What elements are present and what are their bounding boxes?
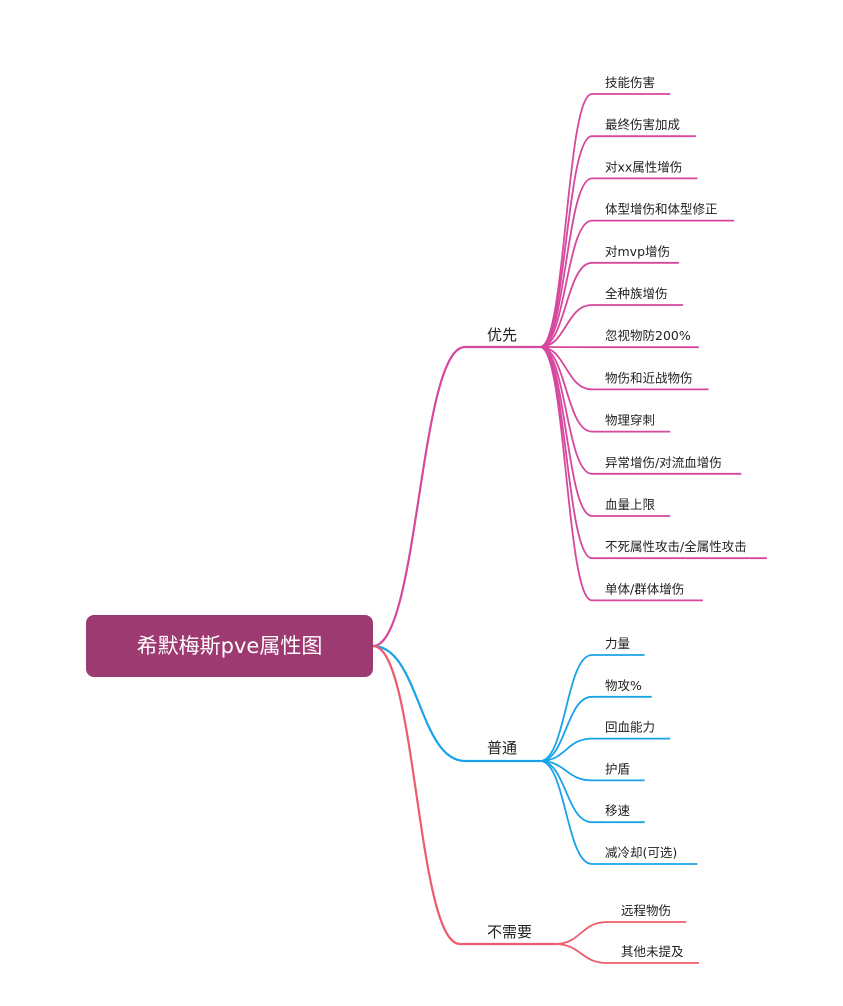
leaf-node[interactable]: 血量上限 [605, 497, 656, 512]
leaf-node[interactable]: 不死属性攻击/全属性攻击 [605, 539, 747, 554]
connector-priority [372, 345, 466, 648]
leaf-node[interactable]: 忽视物防200% [605, 328, 691, 343]
mind-map-nodes: 希默梅斯pve属性图 优先 技能伤害最终伤害加成对xx属性增伤体型增伤和体型修正对m… [86, 75, 747, 959]
leaf-connector [554, 943, 608, 964]
leaf-node[interactable]: 回血能力 [605, 720, 655, 735]
leaf-connector [539, 346, 593, 517]
leaf-node[interactable]: 物理穿刺 [605, 413, 655, 428]
leaf-node[interactable]: 最终伤害加成 [605, 117, 680, 132]
branch-node-unneeded[interactable]: 不需要 [487, 923, 532, 941]
leaf-node[interactable]: 技能伤害 [605, 75, 655, 90]
leaf-node[interactable]: 异常增伤/对流血增伤 [605, 455, 722, 470]
leaf-node[interactable]: 全种族增伤 [605, 286, 668, 301]
leaf-connector [539, 760, 593, 865]
leaf-connector [539, 654, 593, 762]
leaf-connector [539, 261, 593, 348]
connector-lines [372, 93, 767, 964]
leaf-connector [554, 921, 608, 945]
leaf-node[interactable]: 其他未提及 [621, 944, 684, 959]
leaf-connector [539, 304, 593, 348]
branch-node-normal[interactable]: 普通 [487, 739, 517, 757]
leaf-connector [539, 93, 593, 348]
leaf-node[interactable]: 移速 [605, 803, 631, 818]
leaf-connector [539, 219, 593, 348]
leaf-node[interactable]: 减冷却(可选) [605, 845, 677, 860]
leaf-node[interactable]: 体型增伤和体型修正 [605, 202, 718, 217]
leaf-connector [539, 346, 593, 391]
leaf-connector [539, 346, 593, 560]
leaf-node[interactable]: 远程物伤 [621, 903, 671, 918]
root-node[interactable] [86, 615, 373, 677]
leaf-node[interactable]: 对xx属性增伤 [605, 159, 682, 174]
root-label: 希默梅斯pve属性图 [137, 634, 323, 658]
leaf-connector [539, 346, 593, 433]
leaf-connector [539, 135, 593, 348]
leaf-node[interactable]: 护盾 [605, 761, 630, 776]
connector-unneeded [372, 644, 461, 946]
leaf-connector [539, 177, 593, 348]
leaf-connector [539, 346, 593, 602]
leaf-node[interactable]: 对mvp增伤 [605, 244, 670, 259]
leaf-node[interactable]: 物伤和近战物伤 [605, 370, 693, 385]
connector-normal [372, 644, 466, 763]
leaf-connector [539, 695, 593, 762]
leaf-connector [539, 737, 593, 762]
leaf-node[interactable]: 物攻% [605, 678, 642, 693]
leaf-node[interactable]: 力量 [605, 636, 630, 651]
branch-node-priority[interactable]: 优先 [487, 326, 517, 344]
leaf-node[interactable]: 单体/群体增伤 [605, 581, 684, 596]
